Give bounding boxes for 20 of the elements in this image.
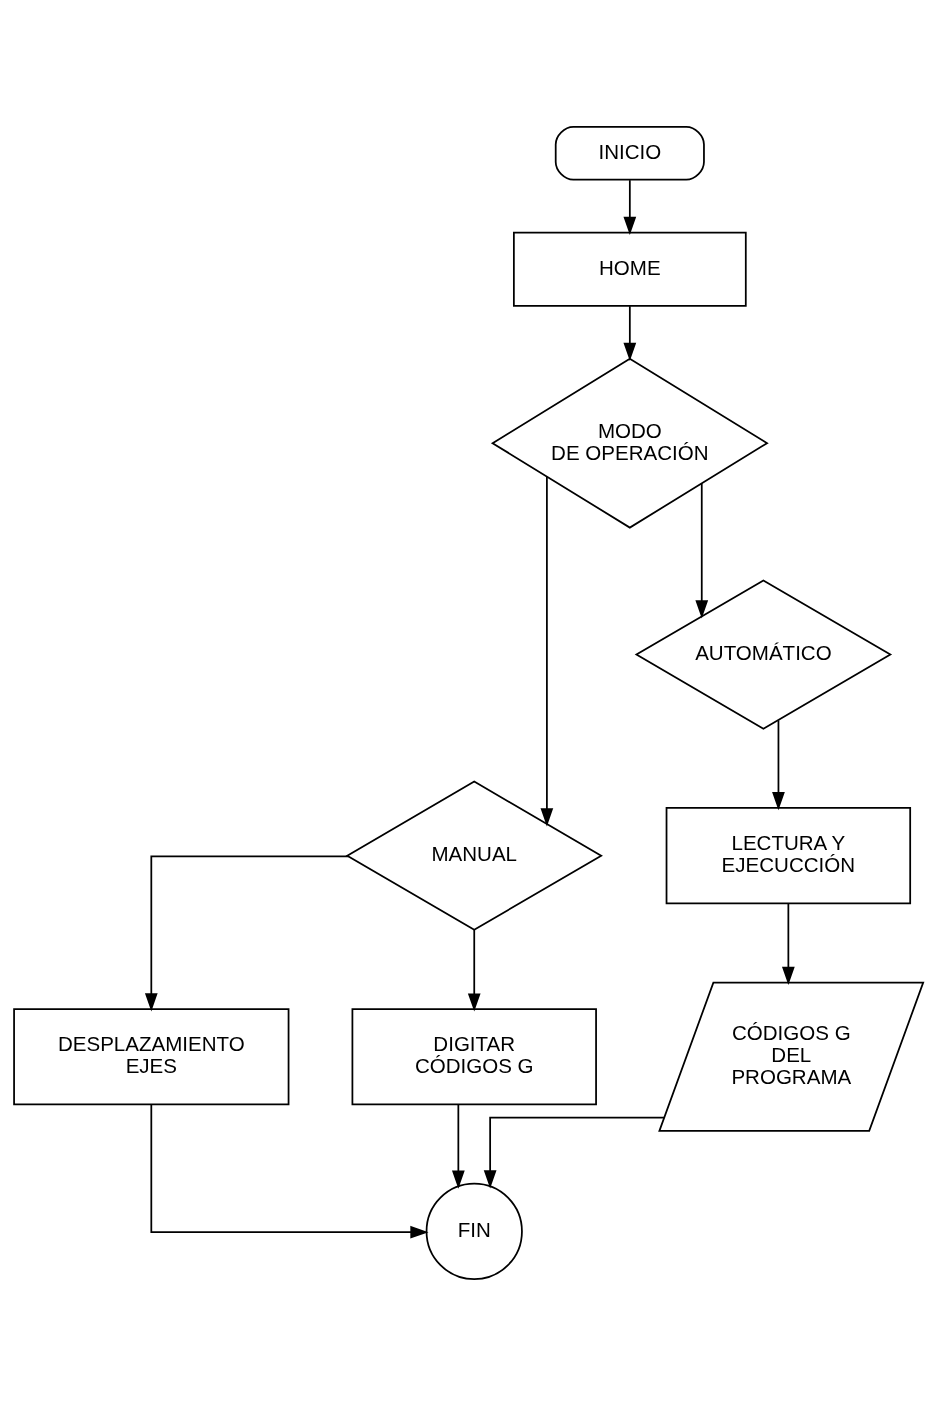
- node-box: HOME: [513, 231, 747, 307]
- node-box: LECTURA Y EJECUCCIÓN: [665, 806, 912, 904]
- node-diamond: MODO DE OPERACIÓN: [490, 357, 769, 529]
- arrow: [144, 855, 350, 1011]
- node-diamond: AUTOMÁTICO: [634, 578, 893, 730]
- node-box: INICIO: [554, 125, 705, 181]
- arrow: [467, 928, 481, 1012]
- node-box: DIGITAR CÓDIGOS G: [351, 1007, 597, 1105]
- arrow: [623, 178, 637, 235]
- arrow: [150, 1103, 429, 1239]
- arrow: [451, 1103, 465, 1189]
- node-diamond: MANUAL: [345, 780, 603, 931]
- node-circle: FIN: [425, 1182, 523, 1280]
- arrow: [540, 475, 554, 826]
- arrow: [781, 902, 795, 985]
- arrow: [483, 1116, 665, 1188]
- arrow: [623, 304, 637, 361]
- arrow: [772, 719, 785, 810]
- arrow: [695, 482, 709, 619]
- node-box: DESPLAZAMIENTO EJES: [13, 1007, 290, 1105]
